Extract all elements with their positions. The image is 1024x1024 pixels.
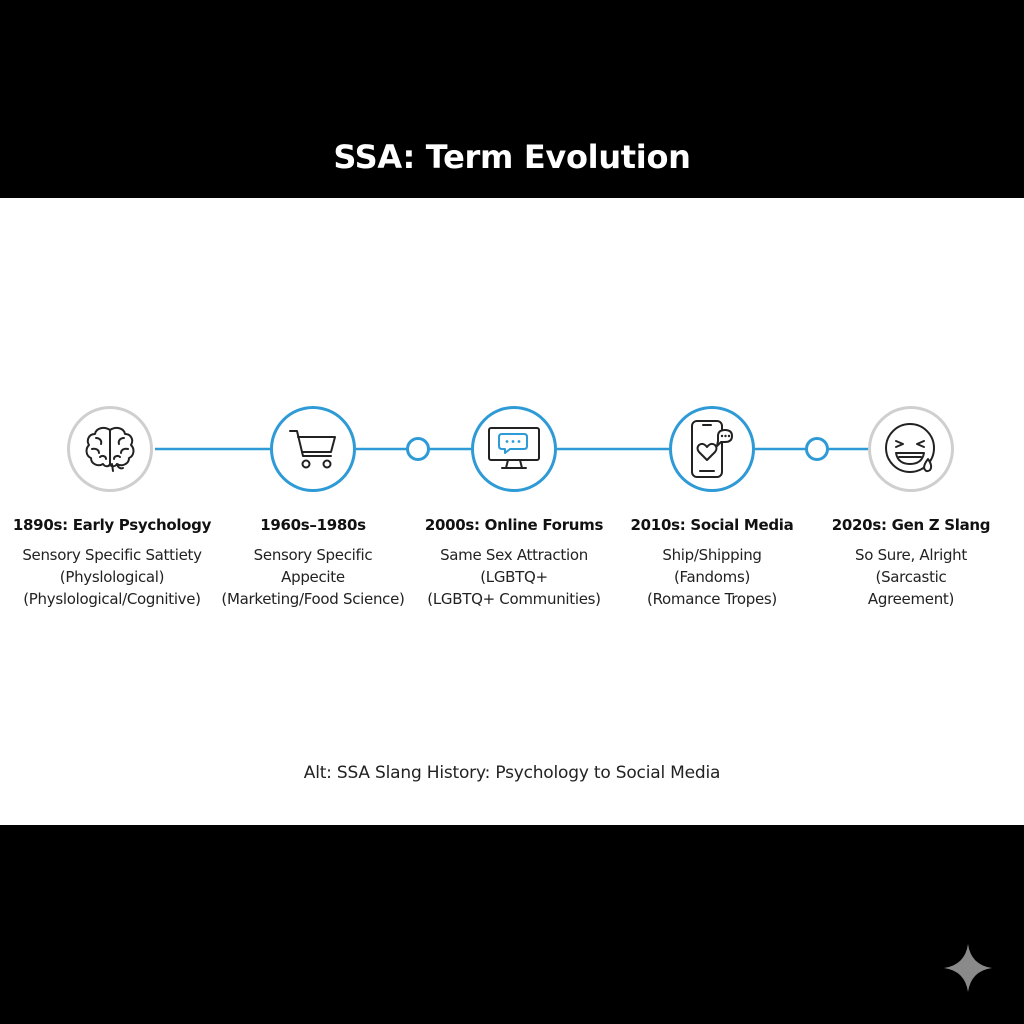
stage-title: 2020s: Gen Z Slang (831, 516, 991, 534)
stage-title: 1960s–1980s (260, 516, 366, 534)
timeline-panel: 1890s: Early Psychology Sensory Specific… (0, 198, 1024, 825)
stage-context: Agreement) (867, 590, 955, 608)
stage-context: (Physlological) (59, 568, 165, 586)
timeline-connectors (155, 447, 868, 451)
stage-node-5 (868, 406, 954, 492)
stage-term: So Sure, Alright (855, 546, 967, 564)
stage-context: (Romance Tropes) (647, 590, 777, 608)
stage-4: 2010s: Social Media Ship/Shipping (Fando… (612, 516, 812, 610)
stage-context: Appecite (281, 568, 345, 586)
stage-node-2 (270, 406, 356, 492)
stage-1: 1890s: Early Psychology Sensory Specific… (12, 516, 212, 610)
timeline-dot (805, 437, 829, 461)
stage-term: Sensory Specific Sattiety (22, 546, 202, 564)
stage-node-3 (471, 406, 557, 492)
stage-context: (Marketing/Food Science) (221, 590, 405, 608)
stage-term: Sensory Specific (253, 546, 373, 564)
stage-5: 2020s: Gen Z Slang So Sure, Alright (Sar… (811, 516, 1011, 610)
stage-3: 2000s: Online Forums Same Sex Attraction… (414, 516, 614, 610)
title-bar: SSA: Term Evolution (0, 0, 1024, 198)
page-title: SSA: Term Evolution (333, 138, 691, 176)
stage-node-4 (669, 406, 755, 492)
stage-term: Same Sex Attraction (440, 546, 588, 564)
stage-node-1 (67, 406, 153, 492)
stage-2: 1960s–1980s Sensory Specific Appecite (M… (213, 516, 413, 610)
smartphone-heart-icon (691, 420, 733, 478)
stage-context: (LGBTQ+ Communities) (427, 590, 601, 608)
alt-caption: Alt: SSA Slang History: Psychology to So… (303, 763, 721, 783)
shopping-cart-icon (289, 430, 336, 469)
monitor-chat-icon (488, 427, 540, 469)
stage-context: (LGBTQ+ (480, 568, 548, 586)
stage-context: (Fandoms) (673, 568, 751, 586)
brain-icon (85, 426, 135, 472)
stage-title: 2010s: Social Media (630, 516, 794, 534)
stage-title: 2000s: Online Forums (424, 516, 604, 534)
stage-title: 1890s: Early Psychology (12, 516, 212, 534)
stage-context: (Physlological/Cognitive) (23, 590, 201, 608)
sparkle-icon (944, 944, 992, 992)
stage-context: (Sarcastic (875, 568, 947, 586)
timeline-dot (406, 437, 430, 461)
stage-term: Ship/Shipping (662, 546, 762, 564)
laughing-emoji-icon (885, 423, 935, 473)
